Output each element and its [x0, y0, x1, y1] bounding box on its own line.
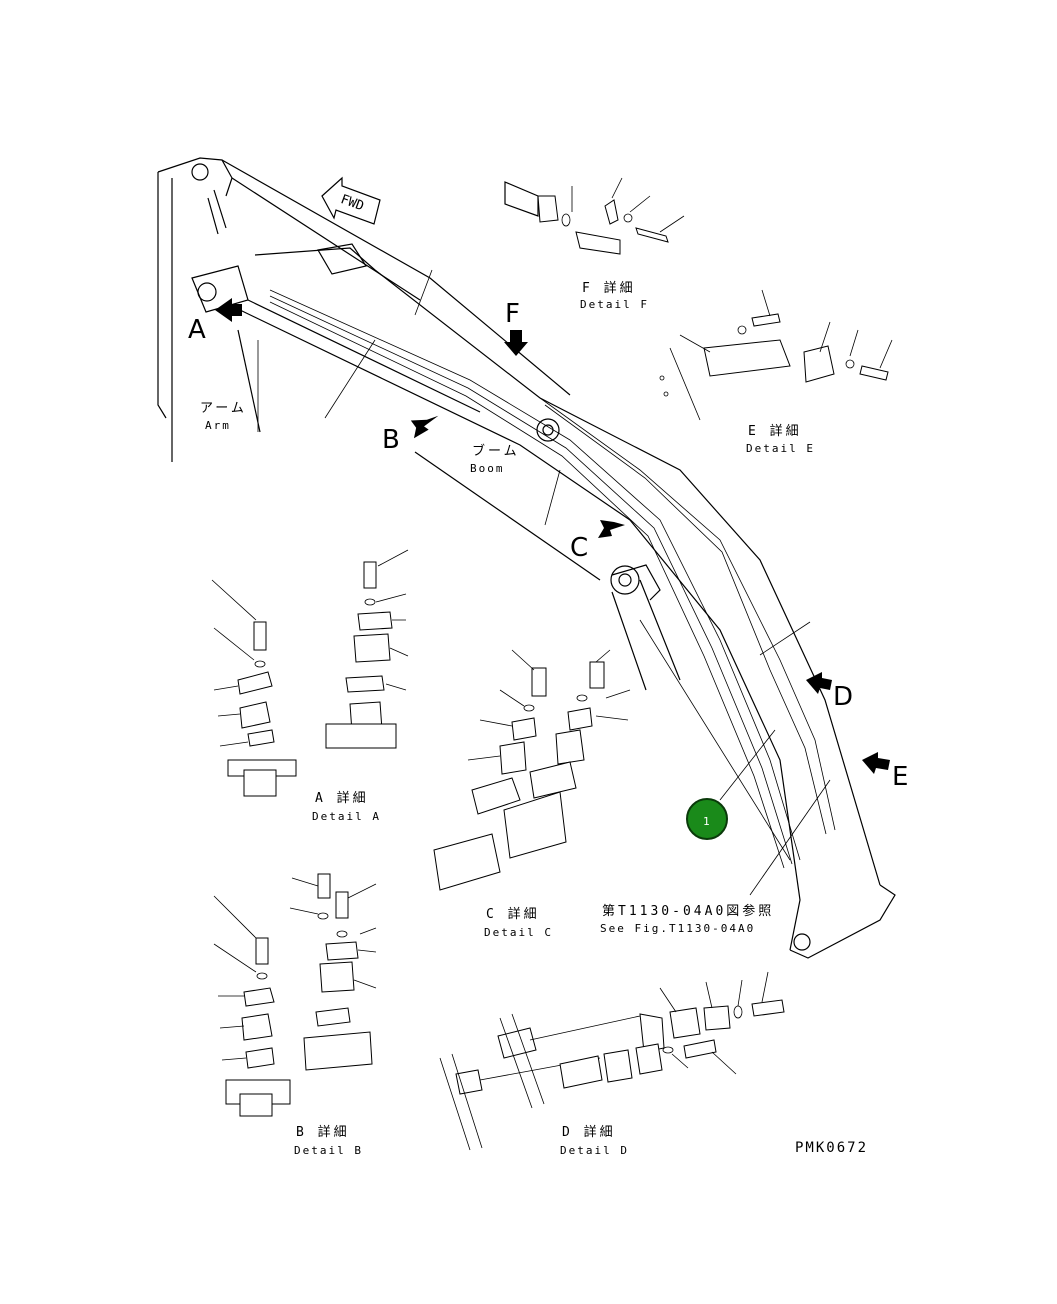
letter-b: B [382, 425, 400, 455]
boom-structure [239, 243, 896, 959]
detail-f-title-en: Detail F [580, 298, 649, 311]
arm-label-en: Arm [205, 419, 231, 432]
detail-e-title-en: Detail E [746, 442, 815, 455]
fwd-indicator: FWD [321, 176, 381, 225]
boom-label-en: Boom [470, 462, 505, 475]
see-fig-label-en: See Fig.T1130-04A0 [600, 922, 755, 935]
detail-a-parts [211, 549, 409, 797]
detail-a-title-jp: A 詳細 [315, 790, 369, 806]
detail-f-parts [504, 177, 685, 255]
fwd-label: FWD [339, 192, 366, 214]
direction-arrows [215, 298, 890, 774]
letter-a: A [188, 315, 206, 345]
detail-d-title-jp: D 詳細 [562, 1124, 616, 1140]
detail-b-title-jp: B 詳細 [296, 1124, 350, 1140]
detail-a-title-en: Detail A [312, 810, 381, 823]
letter-d: D [833, 682, 853, 712]
letter-e: E [892, 762, 908, 792]
detail-b-parts [213, 873, 377, 1117]
callout-circle[interactable] [686, 798, 728, 840]
detail-e-title-jp: E 詳細 [748, 423, 802, 439]
boom-label-jp: ブーム [472, 443, 520, 459]
letter-c: C [570, 533, 588, 563]
leader-lines [257, 269, 831, 896]
detail-d-title-en: Detail D [560, 1144, 629, 1157]
detail-c-title-jp: C 詳細 [486, 906, 540, 922]
detail-e-parts [659, 289, 893, 421]
drawing-code: PMK0672 [795, 1140, 868, 1156]
detail-c-parts [433, 649, 631, 891]
arm-structure [157, 157, 571, 462]
callout-marker-1[interactable]: 1 [686, 798, 728, 840]
see-fig-label-jp: 第T1130-04A0図参照 [602, 903, 774, 919]
callout-number[interactable]: 1 [703, 815, 710, 828]
arm-label-jp: アーム [200, 401, 247, 416]
detail-b-title-en: Detail B [294, 1144, 363, 1157]
detail-c-title-en: Detail C [484, 926, 553, 939]
detail-d-parts [439, 971, 785, 1151]
detail-f-title-jp: F 詳細 [582, 280, 636, 296]
letter-f: F [505, 299, 520, 329]
